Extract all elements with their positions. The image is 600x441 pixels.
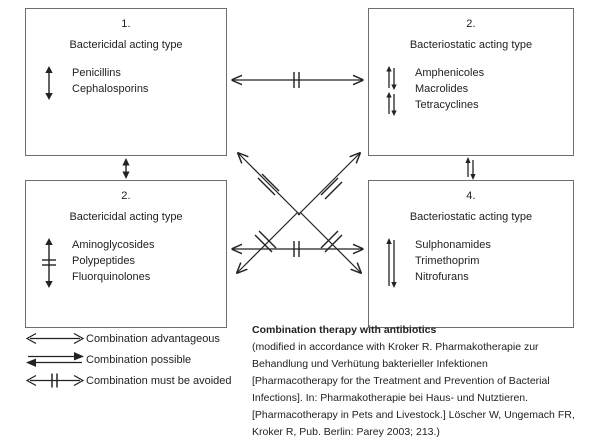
box-title: Bacteriostatic acting type bbox=[409, 211, 533, 223]
double-headed-vertical-arrow-icon bbox=[26, 65, 72, 100]
drug-list: Penicillins Cephalosporins bbox=[72, 65, 148, 97]
box-title: Bactericidal acting type bbox=[69, 39, 183, 51]
caption-line: Behandlung und Verhütung bakterieller In… bbox=[252, 358, 488, 370]
box-number: 2. bbox=[466, 18, 476, 30]
legend-label: Combination must be avoided bbox=[86, 374, 232, 387]
caption-block: Combination therapy with antibiotics (mo… bbox=[252, 322, 596, 441]
drug-list: Amphenicoles Macrolides Tetracyclines bbox=[415, 65, 484, 113]
legend-item-advantageous: Combination advantageous bbox=[24, 328, 254, 349]
paired-opposing-arrows-icon bbox=[24, 349, 86, 370]
drug-item: Polypeptides bbox=[72, 255, 135, 267]
box-body: Aminoglycosides Polypeptides Fluorquinol… bbox=[26, 237, 226, 288]
drug-item: Penicillins bbox=[72, 67, 121, 79]
drug-item: Aminoglycosides bbox=[72, 239, 155, 251]
box-number: 2. bbox=[121, 190, 131, 202]
drug-list: Aminoglycosides Polypeptides Fluorquinol… bbox=[72, 237, 155, 285]
box-body: Amphenicoles Macrolides Tetracyclines bbox=[369, 65, 573, 116]
box-title: Bactericidal acting type bbox=[69, 211, 183, 223]
drug-item: Nitrofurans bbox=[415, 271, 469, 283]
paired-opposing-vertical-arrows-icon bbox=[369, 65, 415, 116]
caption-line: [Pharmacotherapy for the Treatment and P… bbox=[252, 375, 550, 387]
drug-item: Cephalosporins bbox=[72, 83, 149, 95]
box-title: Bacteriostatic acting type bbox=[409, 39, 533, 51]
box-number: 1. bbox=[121, 18, 131, 30]
drug-item: Trimethoprim bbox=[415, 255, 480, 267]
legend-label: Combination possible bbox=[86, 353, 192, 366]
connector-diagonal-br-tl-avoid bbox=[238, 153, 301, 216]
box-bottom-left: 2. Bactericidal acting type Aminoglycosi… bbox=[25, 180, 227, 328]
paired-opposing-vertical-arrows-icon bbox=[369, 237, 415, 288]
double-headed-vertical-arrow-with-crossbar-icon bbox=[26, 237, 72, 288]
drug-item: Amphenicoles bbox=[415, 67, 485, 79]
box-top-right: 2. Bacteriostatic acting type Amph bbox=[368, 8, 574, 156]
double-headed-arrow-crossbar-icon bbox=[24, 370, 86, 391]
legend-item-avoided: Combination must be avoided bbox=[24, 370, 254, 391]
caption-line: Infections]. In: Pharmakotherapie bei Ha… bbox=[252, 392, 529, 404]
box-body: Penicillins Cephalosporins bbox=[26, 65, 226, 100]
double-headed-arrow-icon bbox=[24, 328, 86, 349]
box-body: Sulphonamides Trimethoprim Nitrofurans bbox=[369, 237, 573, 288]
connector-diagonal-tr-bl-avoid bbox=[237, 211, 299, 273]
connector-top-horizontal-avoid bbox=[232, 72, 363, 88]
box-number: 4. bbox=[466, 190, 476, 202]
box-top-left: 1. Bactericidal acting type Penicillins … bbox=[25, 8, 227, 156]
box-bottom-right: 4. Bacteriostatic acting type Sulphonami… bbox=[368, 180, 574, 328]
caption-line: (modified in accordance with Kroker R. P… bbox=[252, 341, 539, 353]
drug-item: Macrolides bbox=[415, 83, 469, 95]
connector-diagonal-tl-br-avoid bbox=[299, 211, 361, 273]
caption-line: [Pharmacotherapy in Pets and Livestock.]… bbox=[252, 409, 575, 421]
connector-diagonal-bl-tr-avoid bbox=[297, 153, 360, 216]
legend: Combination advantageous Combination pos… bbox=[24, 328, 254, 391]
legend-label: Combination advantageous bbox=[86, 332, 220, 345]
connector-bottom-horizontal-avoid bbox=[232, 241, 363, 257]
diagram-canvas: 1. Bactericidal acting type Penicillins … bbox=[24, 8, 575, 438]
connector-left-vertical-advantageous bbox=[122, 158, 130, 179]
drug-item: Sulphonamides bbox=[415, 239, 491, 251]
drug-item: Fluorquinolones bbox=[72, 271, 151, 283]
drug-item: Tetracyclines bbox=[415, 99, 479, 111]
legend-item-possible: Combination possible bbox=[24, 349, 254, 370]
connector-right-vertical-possible bbox=[465, 157, 476, 180]
caption-title: Combination therapy with antibiotics bbox=[252, 324, 437, 336]
drug-list: Sulphonamides Trimethoprim Nitrofurans bbox=[415, 237, 491, 285]
